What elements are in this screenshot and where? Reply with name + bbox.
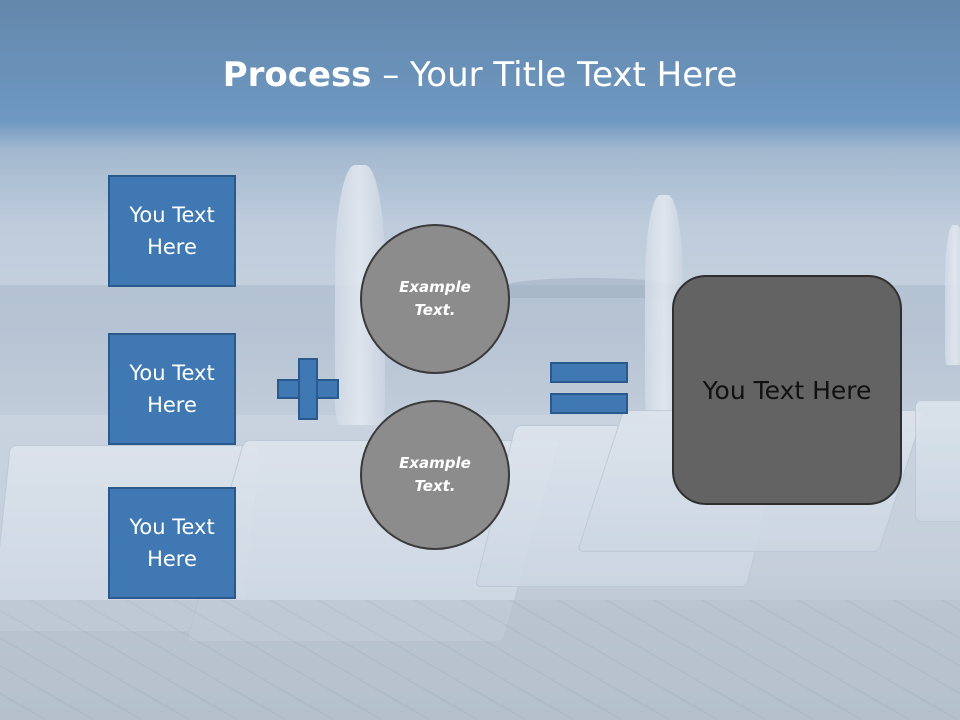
equals-top-bar xyxy=(550,362,628,383)
input-box-3: You Text Here xyxy=(108,487,236,599)
slide-title: Process – Your Title Text Here xyxy=(0,54,960,96)
input-box-label: You Text Here xyxy=(120,199,224,263)
input-box-2: You Text Here xyxy=(108,333,236,445)
result-box: You Text Here xyxy=(672,275,902,505)
example-circle-label: Example Text. xyxy=(392,276,478,322)
example-circle-1: Example Text. xyxy=(360,224,510,374)
title-rest: – Your Title Text Here xyxy=(371,55,737,95)
result-label: You Text Here xyxy=(703,376,872,405)
equals-icon xyxy=(550,362,628,414)
input-box-label: You Text Here xyxy=(120,511,224,575)
example-circle-label: Example Text. xyxy=(392,452,478,498)
example-circle-2: Example Text. xyxy=(360,400,510,550)
input-box-label: You Text Here xyxy=(120,357,224,421)
equals-bottom-bar xyxy=(550,393,628,414)
title-bold: Process xyxy=(223,55,372,95)
plus-center xyxy=(300,381,316,397)
input-box-1: You Text Here xyxy=(108,175,236,287)
plus-icon xyxy=(277,358,339,420)
